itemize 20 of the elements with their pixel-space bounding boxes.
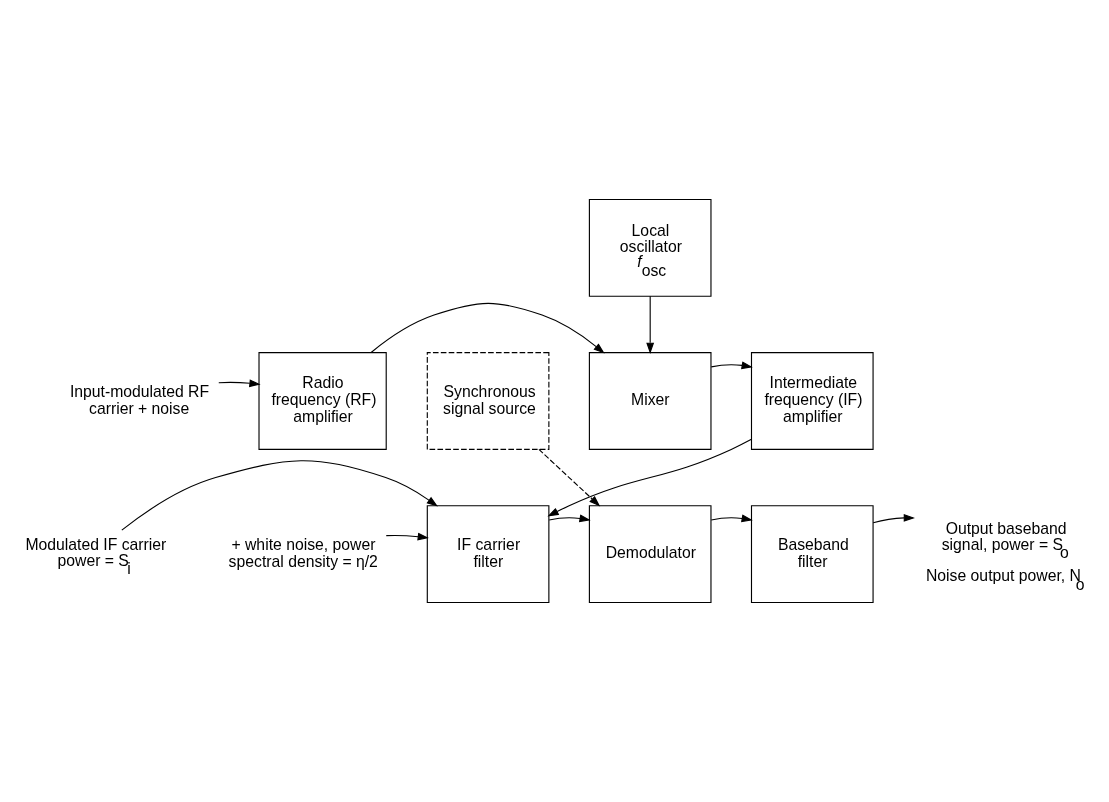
node-box: Intermediate frequency (IF) amplifier xyxy=(750,352,874,450)
arrow xyxy=(385,532,429,541)
node-box: Demodulator xyxy=(588,505,712,604)
node-box: Baseband filter xyxy=(750,505,874,604)
arrow xyxy=(646,295,655,354)
arrow xyxy=(218,379,261,388)
arrow xyxy=(548,514,591,523)
arrow xyxy=(872,513,915,524)
node-box: Radio frequency (RF) amplifier xyxy=(258,352,387,450)
node-box: IF carrier filter xyxy=(426,505,550,604)
arrow xyxy=(538,448,601,507)
arrow xyxy=(121,460,438,531)
node-box: Mixer xyxy=(588,352,712,450)
arrow xyxy=(710,361,753,370)
node-text: Input-modulated RF carrier + noise xyxy=(69,382,210,417)
arrow xyxy=(710,514,753,523)
arrow xyxy=(547,438,752,517)
arrow xyxy=(370,302,605,354)
node-text: + white noise, power spectral density = η/2 xyxy=(228,535,378,570)
node-box: Synchronous signal source xyxy=(426,352,550,450)
